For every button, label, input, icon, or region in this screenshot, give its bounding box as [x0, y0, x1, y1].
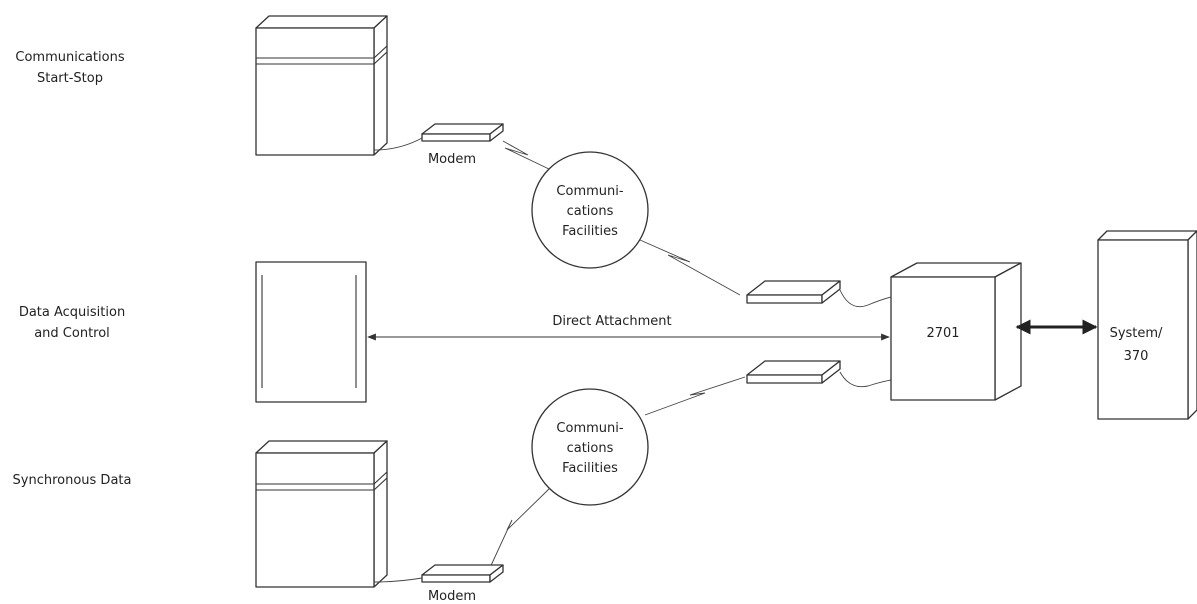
- modem-mid-upper: [746, 280, 841, 304]
- modem-top: [421, 123, 504, 142]
- controller-2701: [890, 262, 1022, 401]
- link-top-modem-facilities: [502, 140, 552, 171]
- modem-bottom: [421, 564, 504, 583]
- svg-text:Data Acquisition: Data Acquisition: [19, 305, 125, 320]
- cable-top-terminal: [373, 137, 423, 151]
- svg-text:Start-Stop: Start-Stop: [37, 71, 103, 86]
- modem-bottom-label: Modem: [428, 589, 476, 604]
- cable-mid-lower-modem: [839, 371, 892, 388]
- svg-text:Communi-: Communi-: [556, 184, 623, 199]
- svg-text:Facilities: Facilities: [562, 224, 618, 239]
- system-370-label: System/ 370: [1110, 326, 1163, 364]
- svg-text:System/: System/: [1110, 326, 1163, 341]
- svg-text:cations: cations: [567, 204, 614, 219]
- system-370: [1097, 230, 1197, 420]
- svg-text:Communications: Communications: [15, 50, 124, 65]
- modem-top-label: Modem: [428, 152, 476, 167]
- direct-attachment-label: Direct Attachment: [552, 314, 671, 329]
- link-bottom-facilities-modem: [487, 487, 551, 573]
- cable-mid-upper-modem: [839, 289, 892, 308]
- modem-mid-lower: [746, 360, 841, 384]
- svg-text:cations: cations: [567, 441, 614, 456]
- svg-text:Communi-: Communi-: [556, 421, 623, 436]
- cable-bottom-terminal: [373, 577, 423, 583]
- link-bottom-modem-facilities: [644, 376, 746, 416]
- svg-text:Facilities: Facilities: [562, 461, 618, 476]
- facilities-bottom: Communi- cations Facilities: [531, 388, 649, 506]
- terminal-start-stop: [255, 15, 388, 156]
- svg-text:and Control: and Control: [34, 326, 110, 341]
- data-acquisition-device: [255, 261, 367, 403]
- link-top-facilities-modem: [639, 239, 741, 296]
- svg-text:370: 370: [1124, 349, 1149, 364]
- terminal-synchronous: [255, 440, 388, 588]
- controller-2701-label: 2701: [926, 326, 959, 341]
- label-communications-start-stop: Communications Start-Stop: [15, 50, 124, 86]
- label-data-acquisition: Data Acquisition and Control: [19, 305, 125, 341]
- label-synchronous-data: Synchronous Data: [13, 473, 132, 488]
- facilities-top: Communi- cations Facilities: [531, 151, 649, 269]
